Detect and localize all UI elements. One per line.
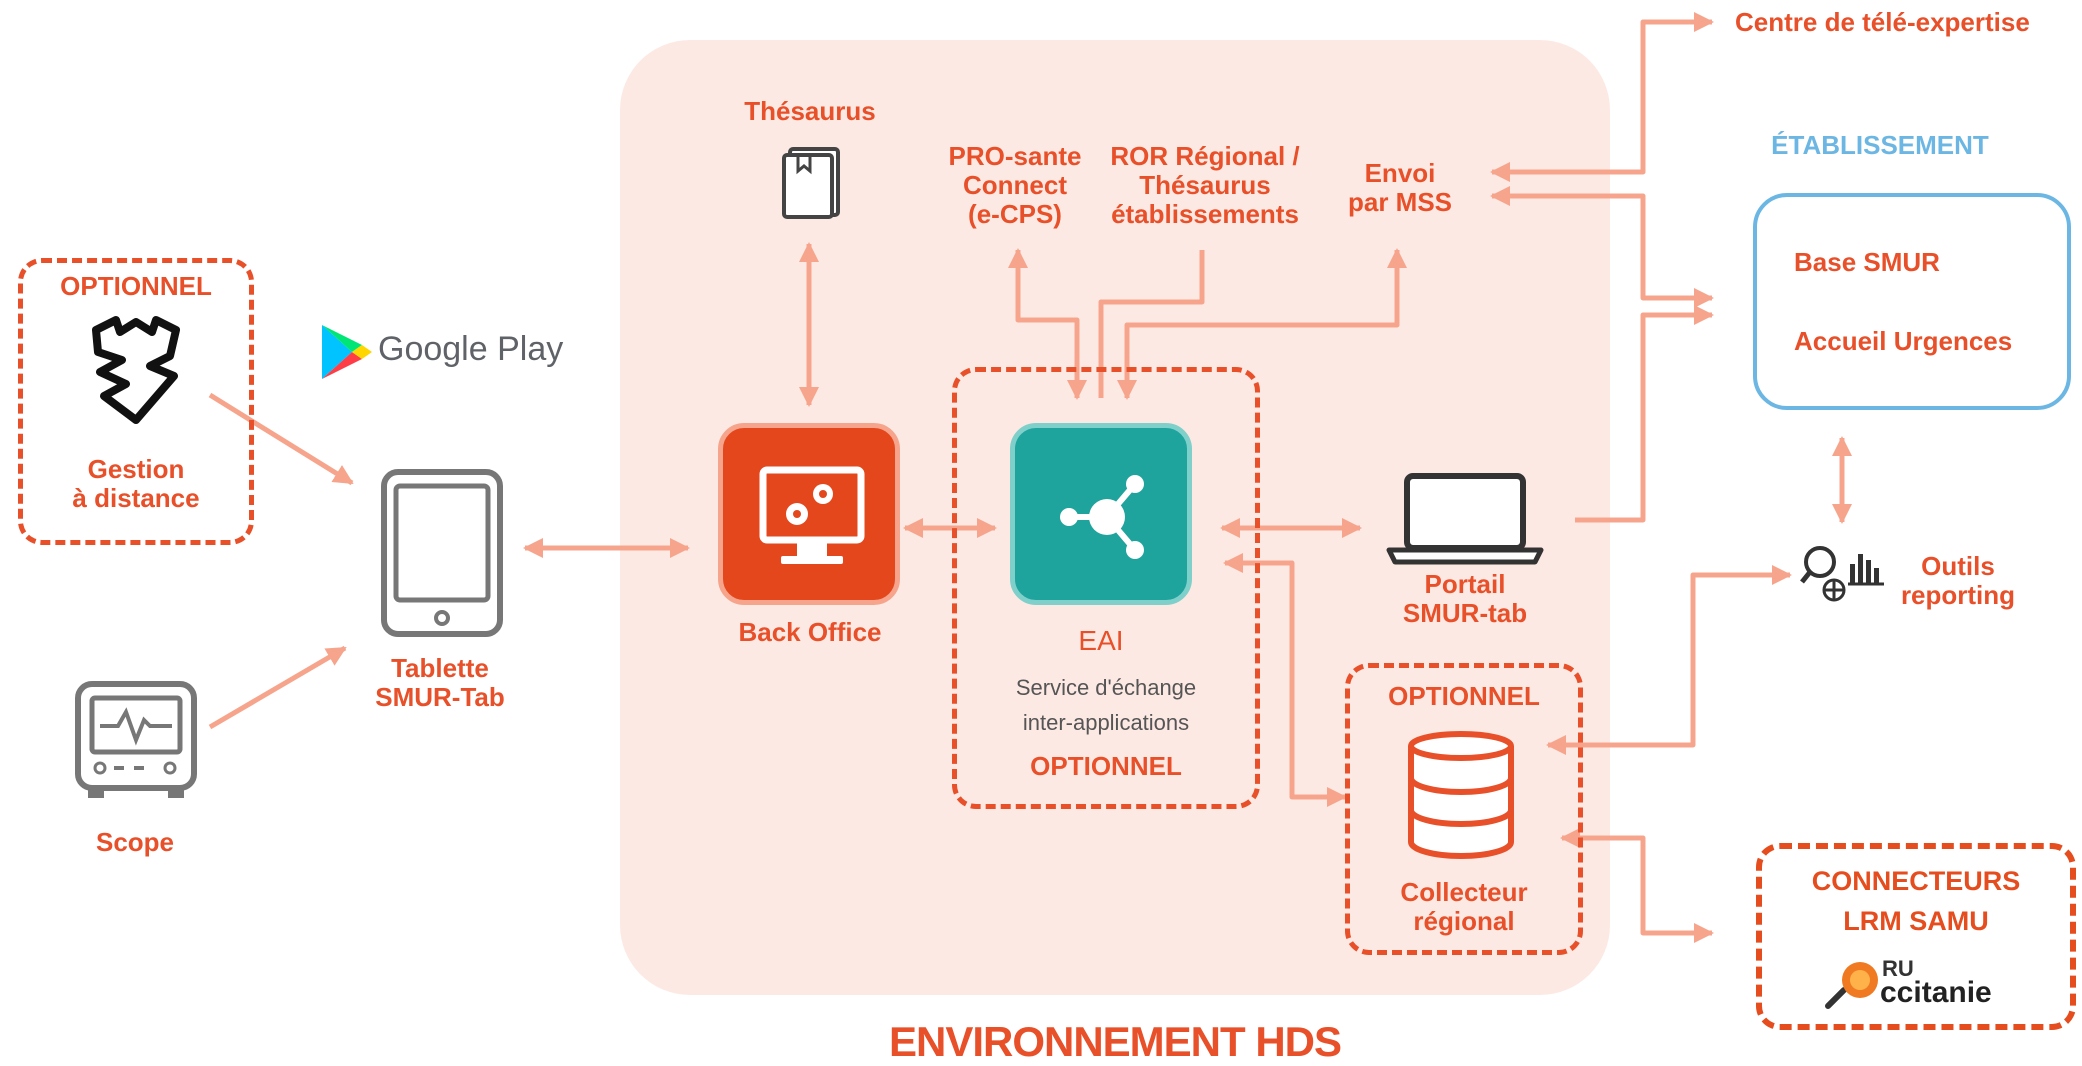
eai-tile (1010, 423, 1192, 605)
monitor-gears-icon (757, 464, 867, 575)
google-play-label: Google Play (378, 330, 564, 368)
scope-label: Scope (95, 827, 175, 857)
connecteurs-box (1756, 843, 2076, 1030)
connecteurs-line1: CONNECTEURS (1811, 866, 2021, 896)
reporting-label: Outils reporting (1900, 551, 2016, 611)
etablissement-box (1753, 193, 2071, 410)
back-office-tile (718, 423, 900, 605)
remote-management-label: Gestion à distance (72, 454, 200, 514)
tele-expertise-label: Centre de télé-expertise (1735, 7, 2030, 37)
reporting-icon (1800, 540, 1886, 609)
arrow-collecteur-connecteurs (1560, 828, 1714, 943)
accueil-urgences-item: Accueil Urgences (1794, 326, 2013, 356)
etablissement-title: ÉTABLISSEMENT (1771, 130, 1989, 160)
database-icon (1405, 730, 1517, 865)
base-smur-item: Base SMUR (1794, 247, 1940, 277)
eai-description: Service d'échange inter-applications (1015, 675, 1197, 736)
arrow-collecteur-reporting (1546, 565, 1792, 755)
oru-occitanie-logo: RU ccitanie (1820, 952, 2030, 1019)
thesaurus-label: Thésaurus (744, 96, 876, 126)
optional-tag: OPTIONNEL (60, 271, 212, 301)
connecteurs-line2: LRM SAMU (1843, 906, 1989, 936)
collecteur-optional-tag: OPTIONNEL (1388, 681, 1540, 711)
eai-optional-box (952, 367, 1260, 809)
tablet-icon (380, 468, 504, 643)
optional-remote-management-box (18, 258, 254, 545)
envoi-mss-label: Envoi par MSS (1347, 158, 1453, 218)
svg-text:ccitanie: ccitanie (1880, 976, 1992, 1009)
collecteur-label: Collecteur régional (1400, 877, 1528, 937)
arrow-mss-eai (1117, 248, 1407, 400)
arrow-portail-etablissement (1575, 305, 1714, 523)
ror-regional-label: ROR Régional / Thésaurus établissements (1110, 141, 1300, 230)
scope-icon (74, 680, 198, 811)
arrow-mss-etablissement (1490, 186, 1714, 308)
arrow-scope-to-tablet (208, 645, 347, 730)
arrow-mss-teleexpertise (1490, 12, 1714, 182)
arrow-prosante-eai (1008, 248, 1087, 400)
environment-label: ENVIRONNEMENT HDS (888, 1018, 1342, 1065)
back-office-label: Back Office (738, 617, 882, 647)
network-node-icon (1049, 462, 1159, 577)
laptop-icon (1385, 470, 1545, 571)
shield-icon (86, 312, 186, 433)
portail-label: Portail SMUR-tab (1402, 569, 1528, 629)
svg-text:RU: RU (1882, 956, 1914, 981)
arrow-mgmt-to-tablet (208, 392, 354, 486)
collecteur-optional-box (1345, 663, 1583, 955)
tablet-label: Tablette SMUR-Tab (375, 653, 505, 713)
eai-title: EAI (1078, 625, 1124, 656)
pro-sante-connect-label: PRO-sante Connect (e-CPS) (948, 141, 1082, 230)
book-icon (780, 145, 842, 226)
eai-optional-tag: OPTIONNEL (1030, 751, 1182, 781)
google-play-icon (318, 322, 374, 387)
